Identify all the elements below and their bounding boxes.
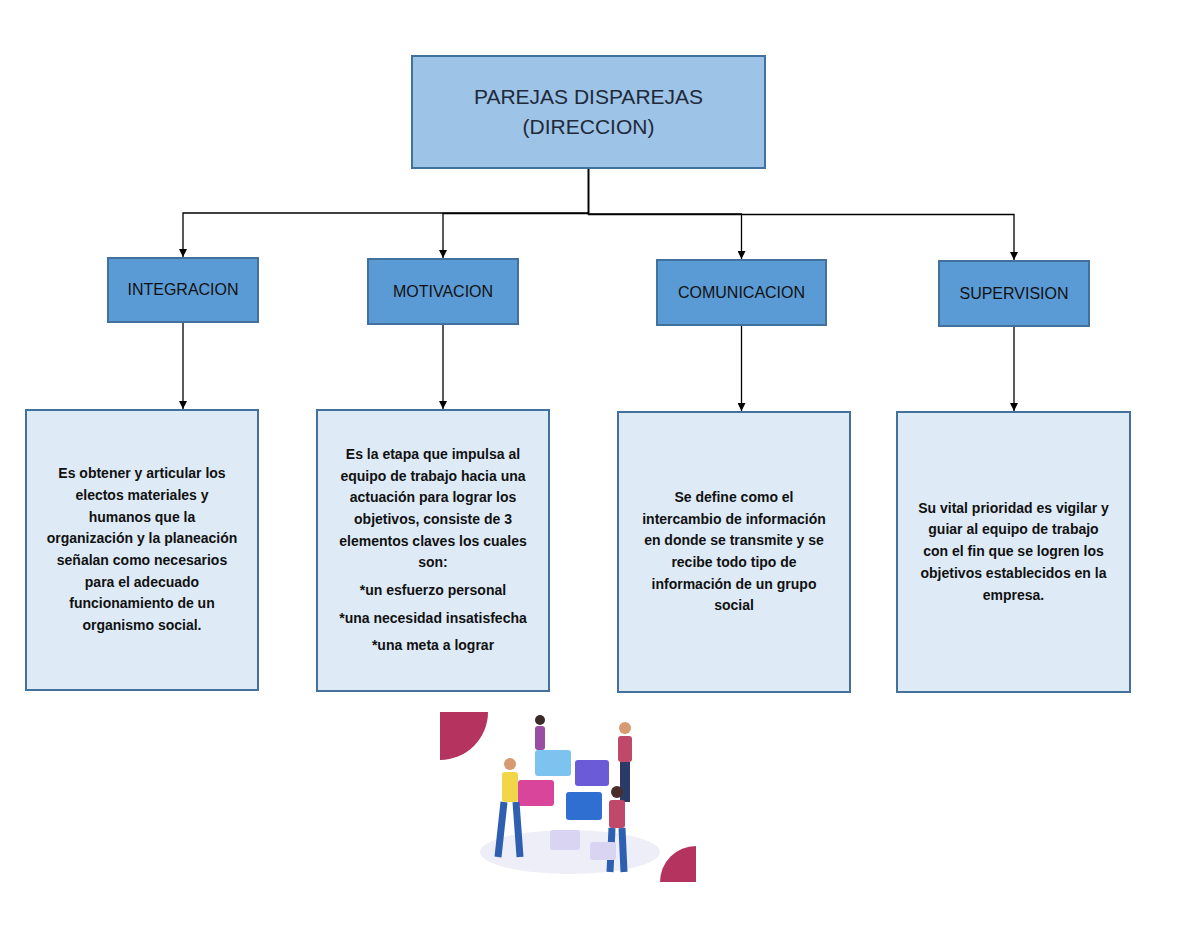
category-box: SUPERVISION <box>938 260 1090 327</box>
puzzle-piece <box>575 760 609 786</box>
node-text: PAREJAS DISPAREJAS (DIRECCION) <box>453 82 724 143</box>
puzzle-piece <box>550 830 580 850</box>
description-box: Su vital prioridad es vigilar y guiar al… <box>896 411 1131 693</box>
node-text: *un esfuerzo personal <box>360 580 506 602</box>
description-box: Es la etapa que impulsa al equipo de tra… <box>316 409 550 692</box>
node-text: Su vital prioridad es vigilar y guiar al… <box>916 498 1111 606</box>
teamwork-illustration <box>440 712 696 882</box>
node-text: SUPERVISION <box>959 285 1068 303</box>
node-text: Se define como el intercambio de informa… <box>637 487 831 617</box>
connector-arrow <box>589 169 1015 260</box>
node-text: INTEGRACION <box>127 281 238 299</box>
description-box: Se define como el intercambio de informa… <box>617 411 851 693</box>
connector-arrow <box>182 323 183 409</box>
connector-arrow <box>1013 327 1014 411</box>
person-head <box>619 722 631 734</box>
person-body <box>609 800 625 828</box>
puzzle-piece <box>566 792 602 820</box>
node-text: Es obtener y articular los electos mater… <box>45 463 239 637</box>
connector-arrow <box>589 169 742 259</box>
connector-arrow <box>442 325 443 409</box>
connector-arrow <box>741 326 742 411</box>
person-legs <box>498 802 520 857</box>
node-text: Es la etapa que impulsa al equipo de tra… <box>336 444 530 574</box>
person-head <box>535 715 545 725</box>
person-head <box>504 758 516 770</box>
corner-shape <box>440 712 488 760</box>
category-box: INTEGRACION <box>107 257 259 323</box>
puzzle-piece <box>518 780 554 806</box>
person-body <box>535 726 545 750</box>
category-box: MOTIVACION <box>367 258 519 325</box>
puzzle-piece <box>535 750 571 776</box>
person-body <box>502 772 518 802</box>
node-text: *una necesidad insatisfecha <box>339 608 527 630</box>
connector-arrow <box>443 169 589 258</box>
node-text: *una meta a lograr <box>372 635 494 657</box>
node-text: MOTIVACION <box>393 283 493 301</box>
category-box: COMUNICACION <box>656 259 827 326</box>
connector-arrow <box>183 169 589 257</box>
person-body <box>618 736 632 762</box>
description-box: Es obtener y articular los electos mater… <box>25 409 259 691</box>
person-legs <box>620 762 630 802</box>
person-head <box>611 786 623 798</box>
title-box: PAREJAS DISPAREJAS (DIRECCION) <box>411 55 766 169</box>
puzzle-piece <box>590 842 616 860</box>
node-text: COMUNICACION <box>678 284 805 302</box>
floor-shadow <box>480 830 660 874</box>
corner-shape <box>660 846 696 882</box>
